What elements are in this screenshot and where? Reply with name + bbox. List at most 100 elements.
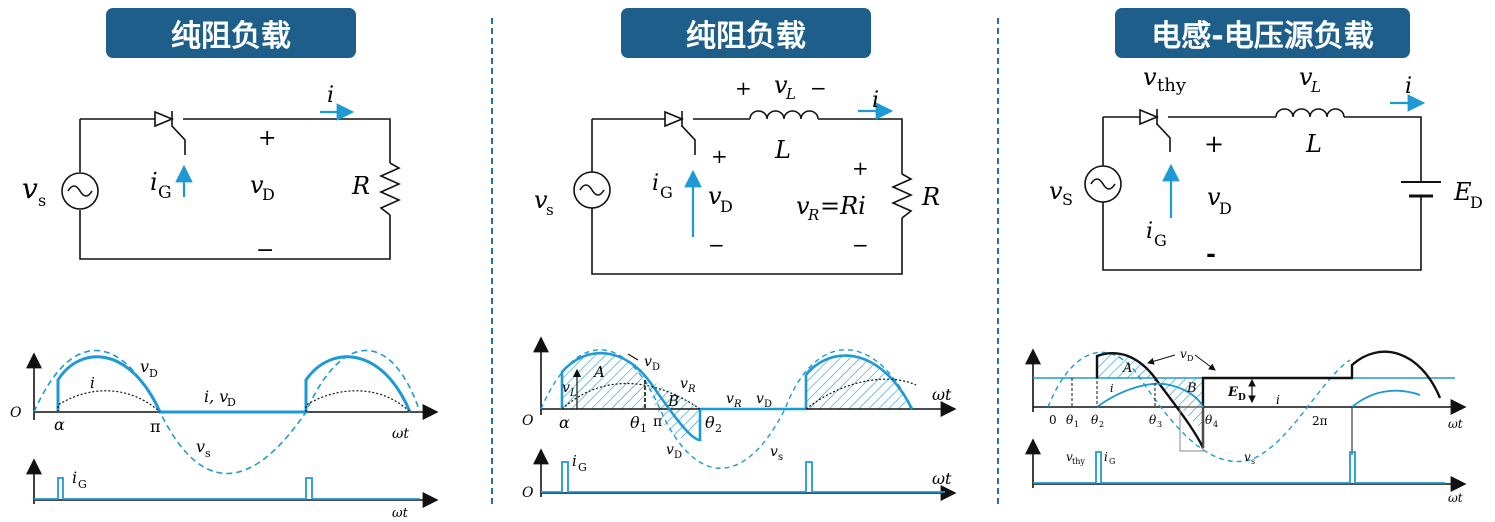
p2-i: i: [872, 88, 879, 113]
p3w-theta4: θ: [1205, 413, 1213, 427]
p1-vs-sub: s: [38, 191, 46, 210]
p1w-wt2: ωt: [392, 506, 409, 521]
p1w-ivD-sub: D: [227, 396, 236, 409]
panel2-circuit: [573, 110, 913, 275]
p3w-i: i: [1110, 382, 1114, 395]
p3w-i2: i: [1276, 393, 1280, 407]
panel3-title: 电感-电压源负载: [1115, 8, 1410, 58]
p3-vL: v: [1299, 63, 1313, 91]
p2w-vD-sub: D: [652, 362, 660, 373]
p2w-O: O: [522, 413, 534, 429]
p3w-theta1-sub: 1: [1074, 420, 1079, 429]
p3w-vD-sub: D: [1187, 354, 1193, 363]
p2w-pi: π: [653, 414, 662, 430]
p2w-vL: v: [562, 380, 570, 396]
ac-source-icon: [61, 172, 99, 210]
p1-plus: +: [258, 126, 276, 151]
panel1-title: 纯阻负载: [106, 8, 356, 58]
p3-ED: E: [1453, 178, 1472, 206]
p2w-wt: ωt: [932, 385, 952, 404]
p2-vR-rhs: =Ri: [820, 192, 866, 220]
p2-vs: v: [534, 186, 548, 214]
p3w-iG-sub: G: [1109, 457, 1115, 466]
p2-vL-sub: L: [785, 85, 796, 103]
panel3-waveform: [1025, 348, 1467, 492]
p3-vs-sub: S: [1062, 190, 1073, 209]
p2-L: L: [774, 136, 791, 164]
panel2-waveform: [533, 336, 957, 501]
panel1-waveform: [26, 349, 439, 508]
p1-vD-sub: D: [262, 185, 275, 204]
p2w-vs-sub: s: [778, 452, 783, 463]
p2w-O2: O: [522, 485, 534, 501]
p1w-wt: ωt: [392, 426, 409, 442]
resistor-icon-2: [891, 173, 913, 219]
p1w-pi: π: [150, 417, 161, 436]
p3w-theta1: θ: [1066, 413, 1074, 427]
p1w-alpha: α: [54, 415, 65, 434]
panel2-title: 纯阻负载: [621, 8, 871, 58]
p3w-B: B: [1186, 381, 1197, 396]
p3w-vs-sub: s: [1251, 457, 1255, 466]
p2w-vR: v: [680, 376, 688, 392]
p2w-vR-sub: R: [687, 384, 696, 395]
p1w-iG-sub: G: [78, 478, 87, 491]
p3-iG-sub: G: [1154, 231, 1167, 250]
p3w-theta3: θ: [1149, 413, 1157, 427]
p3-iG: i: [1146, 219, 1153, 244]
p2w-iG: i: [572, 452, 577, 470]
p3-L: L: [1305, 130, 1322, 158]
inductor-icon-2: [1275, 108, 1345, 118]
p1-R: R: [351, 172, 370, 200]
p2w-vR2: v: [726, 391, 734, 407]
p2w-theta1-sub: 1: [640, 422, 647, 435]
ac-source-icon-3: [1084, 165, 1122, 203]
p3w-wt: ωt: [1448, 417, 1463, 431]
p2-R: R: [921, 183, 940, 211]
p3w-2pi: 2π: [1312, 414, 1328, 428]
p2-vR: v: [796, 192, 810, 220]
p2w-vL-sub: L: [569, 388, 577, 399]
p3-i: i: [1405, 74, 1412, 99]
p2-minus1: −: [708, 233, 725, 257]
p2w-B: B: [667, 392, 679, 410]
p3-vD: v: [1207, 183, 1221, 211]
panel1-circuit: [61, 110, 401, 260]
resistor-icon: [379, 162, 401, 216]
p2w-vD2-sub: D: [764, 399, 772, 410]
p2w-wt2: ωt: [932, 469, 952, 488]
p3w-theta2: θ: [1091, 413, 1099, 427]
p3w-iG: i: [1104, 450, 1108, 464]
p1-iG: i: [150, 168, 158, 196]
p3w-wt2: ωt: [1448, 491, 1463, 505]
p2w-iG-sub: G: [578, 461, 587, 474]
p3-vthy: v: [1143, 63, 1157, 91]
p2w-theta1: θ: [630, 413, 640, 432]
p1w-i: i: [90, 374, 95, 392]
p2-vD: v: [708, 182, 722, 210]
ac-source-icon-2: [573, 171, 611, 209]
p3w-vthy: v: [1066, 450, 1073, 464]
p3w-ED-sub: D: [1238, 393, 1246, 403]
p1w-O: O: [10, 405, 22, 421]
p3-vthy-sub: thy: [1157, 75, 1187, 96]
p2-iG-sub: G: [660, 183, 673, 202]
p2-minus-top: −: [810, 76, 827, 100]
p2w-vD3-sub: D: [674, 450, 682, 461]
p2-vL: v: [774, 71, 788, 99]
p1-i: i: [327, 83, 334, 108]
p3-ED-sub: D: [1470, 193, 1483, 212]
p3w-vD: v: [1180, 347, 1187, 361]
p1w-vD: v: [140, 357, 149, 376]
p3w-theta4-sub: 4: [1213, 420, 1218, 429]
p3-vs: v: [1049, 177, 1063, 205]
p2w-vD2: v: [756, 391, 764, 407]
inductor-icon: [749, 110, 819, 120]
p2-plus-top: +: [735, 76, 752, 100]
p2w-vD3: v: [666, 442, 674, 458]
p3w-ED: E: [1227, 385, 1239, 400]
p2w-alpha: α: [559, 413, 570, 432]
divider-1: [491, 18, 493, 504]
p1w-ivD: i, v: [204, 387, 228, 406]
